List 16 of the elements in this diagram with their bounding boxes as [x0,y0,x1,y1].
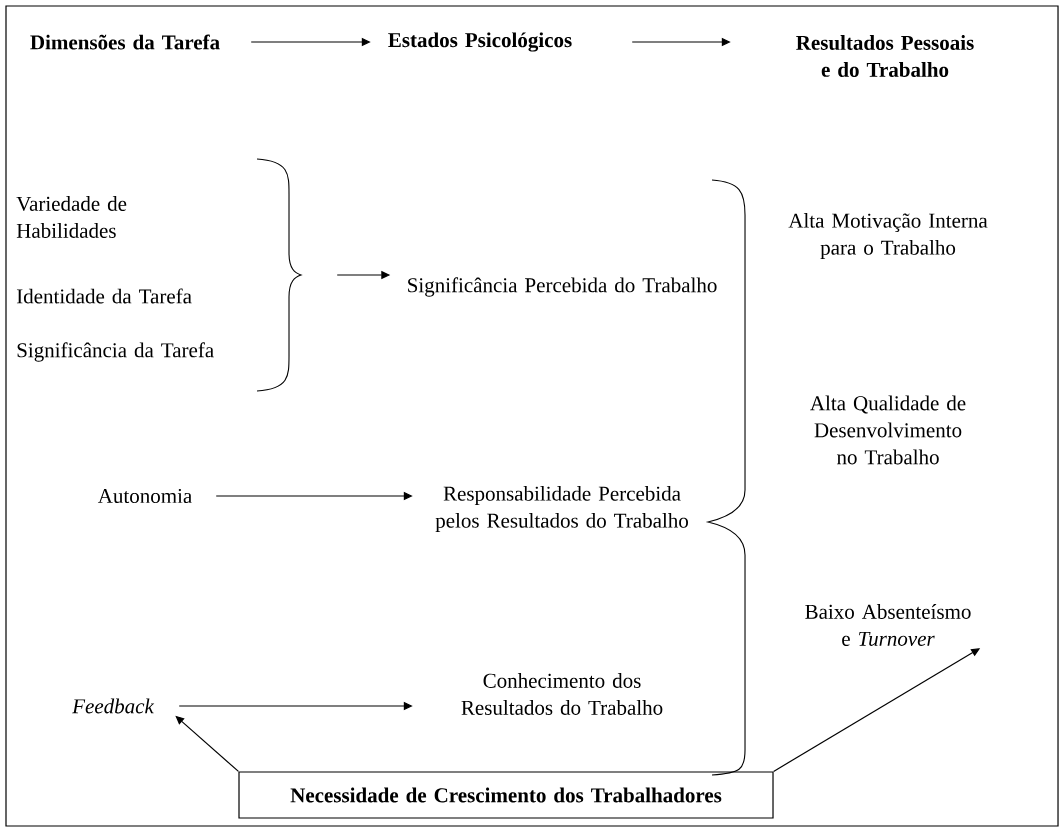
column-heading: Resultados Pessoais e do Trabalho [796,35,974,77]
dimension-label: Variedade de Habilidades [16,196,127,238]
dimension-label: Significância da Tarefa [17,342,214,362]
outcome-label: Baixo Absenteísmo e Turnover [805,604,971,646]
dimension-label: Autonomia [97,488,192,504]
column-heading: Estados Psicológicos [388,32,572,52]
dimension-label: Feedback [72,698,155,714]
state-label: Significância Percebida do Trabalho [408,277,717,297]
state-label: Responsabilidade Percebida pelos Resultados do Trabalho [435,486,688,532]
moderator-box: Necessidade de Crescimento dos Trabalhadores [238,771,774,819]
dimension-label: Identidade da Tarefa [16,288,192,304]
outcome-label: Alta Motivação Interna para o Trabalho [788,213,988,259]
state-label: Conhecimento dos Resultados do Trabalho [461,673,663,715]
bracket [256,158,302,392]
column-heading: Dimensões da Tarefa [30,34,220,50]
outcome-label: Alta Qualidade de Desenvolvimento no Trabalho [810,395,966,465]
